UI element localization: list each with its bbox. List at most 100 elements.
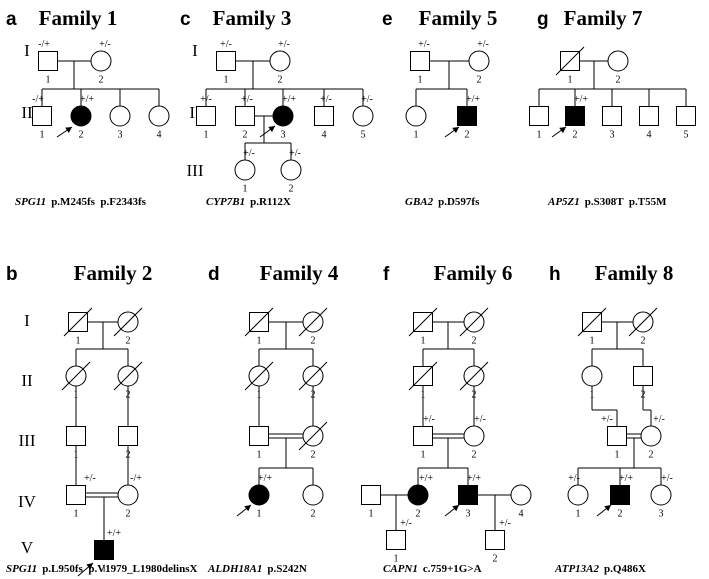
- male-symbol: [410, 51, 430, 71]
- female-symbol: [117, 484, 139, 506]
- affected-male-symbol: [94, 540, 114, 560]
- genotype-label: +/-: [661, 473, 673, 484]
- family-title: Family 6: [434, 261, 513, 285]
- panel-letter: f: [383, 264, 390, 285]
- individual-number: 1: [568, 75, 573, 86]
- panel-letter: c: [180, 9, 191, 30]
- individual-number: 1: [394, 554, 399, 565]
- female-symbol: [90, 50, 112, 72]
- individual-number: 2: [641, 336, 646, 347]
- panel-letter: b: [6, 264, 18, 285]
- affected-female-symbol: [407, 484, 429, 506]
- genotype-label: +/-: [418, 39, 430, 50]
- male-symbol: [196, 106, 216, 126]
- individual-number: 3: [466, 509, 471, 520]
- female-symbol: [510, 484, 532, 506]
- affected-male-symbol: [458, 485, 478, 505]
- individual-number: 2: [641, 390, 646, 401]
- proband-arrow-head: [86, 563, 93, 570]
- male-symbol: [314, 106, 334, 126]
- male-symbol: [249, 426, 269, 446]
- genotype-label: +/-: [99, 39, 111, 50]
- generation-label: I: [24, 311, 30, 330]
- genotype-label: -/+: [130, 473, 142, 484]
- individual-number: 1: [46, 75, 51, 86]
- individual-number: 3: [281, 130, 286, 141]
- female-symbol: [234, 159, 256, 181]
- individual-number: 2: [573, 130, 578, 141]
- individual-number: 1: [257, 450, 262, 461]
- female-symbol: [148, 105, 170, 127]
- individual-number: 2: [289, 184, 294, 195]
- individual-number: 1: [537, 130, 542, 141]
- individual-number: 1: [224, 75, 229, 86]
- deceased-slash: [298, 361, 328, 391]
- individual-number: 2: [126, 450, 131, 461]
- genotype-label: +/+: [419, 473, 433, 484]
- gene-name: CAPN1: [383, 563, 418, 575]
- individual-number: 2: [79, 130, 84, 141]
- variant-list: c.759+1G>A: [423, 563, 482, 575]
- variant-list: p.R112X: [250, 196, 291, 208]
- genotype-label: +/-: [474, 414, 486, 425]
- deceased-slash: [459, 361, 489, 391]
- male-symbol: [639, 106, 659, 126]
- male-symbol: [602, 106, 622, 126]
- genotype-label: +/-: [243, 148, 255, 159]
- individual-number: 1: [40, 130, 45, 141]
- generation-label: II: [21, 103, 33, 122]
- family-title: Family 3: [213, 6, 292, 30]
- affected-male-symbol: [610, 485, 630, 505]
- individual-number: 2: [278, 75, 283, 86]
- gene-name: ALDH18A1: [207, 563, 262, 575]
- family-title: Family 4: [260, 261, 339, 285]
- genotype-label: +/+: [107, 528, 121, 539]
- gene-name: SPG11: [6, 563, 37, 575]
- individual-number: 5: [361, 130, 366, 141]
- individual-number: 2: [649, 450, 654, 461]
- genotype-label: +/+: [574, 94, 588, 105]
- female-symbol: [640, 425, 662, 447]
- generation-label: IV: [18, 492, 37, 511]
- genotype-label: +/-: [499, 518, 511, 529]
- individual-number: 2: [472, 450, 477, 461]
- individual-number: 4: [322, 130, 327, 141]
- individual-number: 4: [157, 130, 162, 141]
- male-symbol: [386, 530, 406, 550]
- male-symbol: [361, 485, 381, 505]
- individual-number: 2: [311, 509, 316, 520]
- genotype-label: +/-: [423, 414, 435, 425]
- deceased-slash: [244, 361, 274, 391]
- generation-label: II: [21, 371, 33, 390]
- genotype-label: +/+: [619, 473, 633, 484]
- female-symbol: [405, 105, 427, 127]
- family-title: Family 7: [564, 6, 643, 30]
- individual-number: 2: [311, 450, 316, 461]
- male-symbol: [485, 530, 505, 550]
- male-symbol: [607, 426, 627, 446]
- individual-number: 2: [126, 390, 131, 401]
- individual-number: 1: [590, 390, 595, 401]
- gene-name: SPG11: [15, 196, 46, 208]
- genotype-label: +/+: [258, 473, 272, 484]
- individual-number: 1: [576, 509, 581, 520]
- individual-number: 3: [118, 130, 123, 141]
- female-symbol: [269, 50, 291, 72]
- genotype-label: +/-: [278, 39, 290, 50]
- individual-number: 1: [414, 130, 419, 141]
- female-symbol: [468, 50, 490, 72]
- female-symbol: [463, 425, 485, 447]
- generation-label: III: [187, 161, 204, 180]
- gene-name: GBA2: [405, 196, 434, 208]
- individual-number: 1: [421, 336, 426, 347]
- affected-female-symbol: [248, 484, 270, 506]
- family-title: Family 2: [74, 261, 153, 285]
